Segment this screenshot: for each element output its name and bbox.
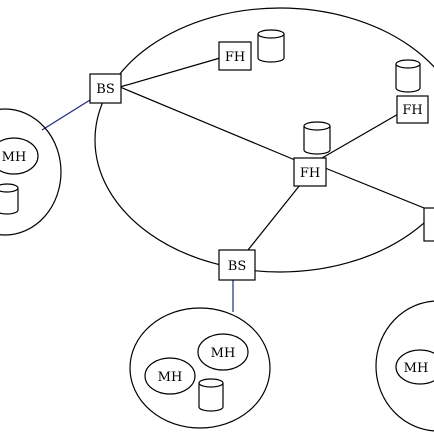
fh-top[interactable]: FH bbox=[218, 41, 252, 71]
link-bs-top-fh-center bbox=[119, 86, 296, 161]
bs-bottom-box bbox=[218, 249, 256, 281]
fixed-network-boundary bbox=[94, 7, 434, 273]
bs-top[interactable]: BS bbox=[89, 73, 122, 104]
mh-bottom-1[interactable] bbox=[197, 333, 249, 371]
cell-left: MH bbox=[0, 108, 62, 236]
mh-bottom-2-label: MH bbox=[158, 370, 183, 385]
fh-right-label: FH bbox=[402, 103, 422, 118]
fh-top-box bbox=[218, 41, 252, 71]
cell-bottom: MH MH bbox=[129, 307, 271, 429]
link-bs-top-fh-top bbox=[119, 57, 221, 88]
database-icon bbox=[257, 29, 285, 63]
fh-right-box bbox=[396, 95, 429, 124]
database-icon bbox=[303, 121, 331, 155]
fh-top-label: FH bbox=[225, 50, 245, 65]
cell-bottom-boundary bbox=[129, 307, 271, 429]
bs-top-label: BS bbox=[96, 82, 114, 97]
cell-left-boundary bbox=[0, 108, 62, 236]
mh-left-label: MH bbox=[2, 150, 27, 165]
cell-right-boundary bbox=[375, 300, 434, 432]
mh-right-label: MH bbox=[404, 361, 429, 376]
cell-right: MH bbox=[375, 300, 434, 432]
mh-bottom-2[interactable] bbox=[144, 357, 196, 395]
database-icon bbox=[0, 183, 19, 215]
mh-right[interactable] bbox=[395, 349, 434, 385]
node-right-edge[interactable] bbox=[423, 207, 434, 242]
bs-bottom-label: BS bbox=[228, 259, 246, 274]
database-icon bbox=[395, 59, 421, 93]
link-fh-center-bs-bottom bbox=[247, 184, 301, 251]
fh-center[interactable]: FH bbox=[293, 157, 327, 187]
database-icon bbox=[198, 378, 224, 412]
bs-bottom[interactable]: BS bbox=[218, 249, 256, 281]
link-bs-top-cell-left bbox=[41, 99, 91, 131]
fh-center-box bbox=[293, 157, 327, 187]
fh-center-label: FH bbox=[300, 166, 320, 181]
fh-right[interactable]: FH bbox=[396, 95, 429, 124]
link-fh-center-fh-right bbox=[321, 112, 401, 159]
link-fh-center-right-node bbox=[324, 167, 434, 213]
mh-left[interactable] bbox=[0, 137, 39, 175]
bs-top-box bbox=[89, 73, 122, 104]
mh-bottom-1-label: MH bbox=[211, 346, 236, 361]
